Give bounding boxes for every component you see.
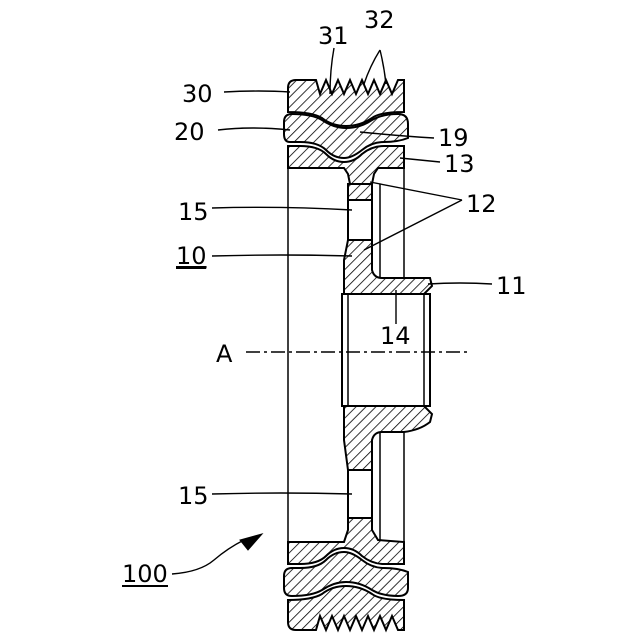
label-14: 14 xyxy=(380,322,411,350)
leader-30 xyxy=(224,91,290,92)
leader-13 xyxy=(400,158,440,162)
label-15-lower: 15 xyxy=(178,482,209,510)
leader-31 xyxy=(330,48,334,94)
leader-10 xyxy=(212,255,352,256)
label-32: 32 xyxy=(364,6,395,34)
label-100: 100 xyxy=(122,560,168,588)
leader-12b xyxy=(364,200,462,250)
label-15-upper: 15 xyxy=(178,198,209,226)
leader-20 xyxy=(218,128,290,130)
leader-100 xyxy=(172,540,244,574)
label-20: 20 xyxy=(174,118,205,146)
leader-15b xyxy=(212,493,352,494)
leader-12a xyxy=(370,182,462,200)
label-10: 10 xyxy=(176,242,207,270)
web-upper xyxy=(348,184,372,200)
lightening-hole-upper xyxy=(348,200,372,240)
label-19: 19 xyxy=(438,124,469,152)
leader-32b xyxy=(380,50,386,84)
label-30: 30 xyxy=(182,80,213,108)
label-12: 12 xyxy=(466,190,497,218)
web-lower-upper-part xyxy=(344,406,432,470)
label-13: 13 xyxy=(444,150,475,178)
hub-bore xyxy=(342,294,430,406)
leader-32a xyxy=(364,50,380,84)
leader-11 xyxy=(428,283,492,284)
leader-100-arrowhead xyxy=(240,534,262,550)
label-11: 11 xyxy=(496,272,527,300)
label-A: A xyxy=(216,340,233,368)
web-upper-lower-part xyxy=(344,240,432,294)
label-31: 31 xyxy=(318,22,349,50)
leader-15a xyxy=(212,207,352,210)
